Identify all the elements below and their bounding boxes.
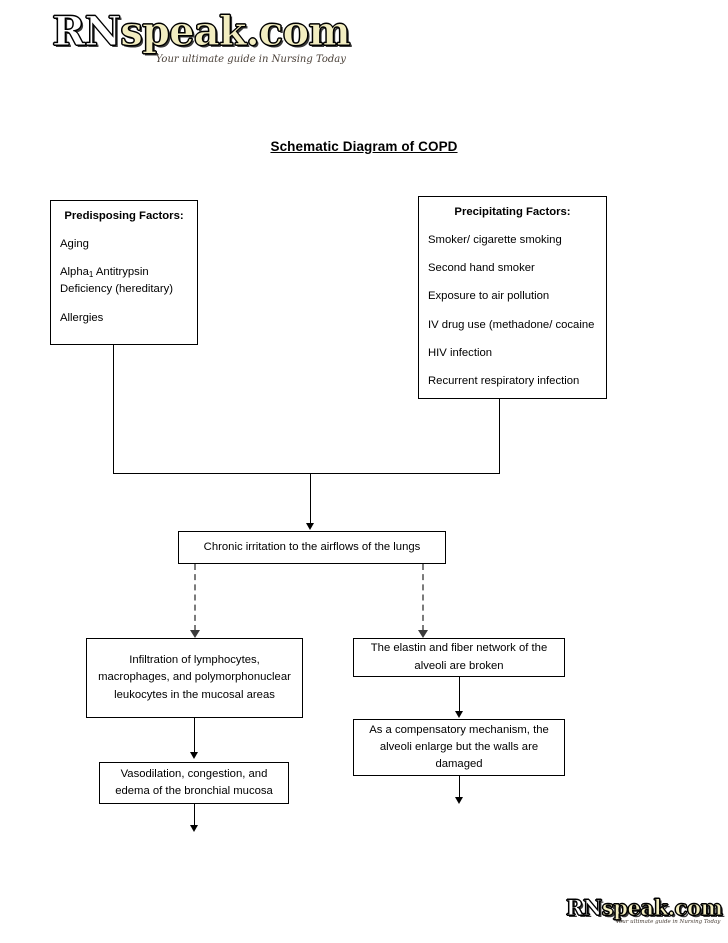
node-chronic-irritation: Chronic irritation to the airflows of th… xyxy=(178,531,446,564)
predisposing-item-aging: Aging xyxy=(60,238,89,251)
arrowhead-to-vasodilation xyxy=(190,752,198,759)
connector-vasodilation-continuation xyxy=(194,804,195,828)
arrowhead-compensatory-continuation xyxy=(455,797,463,804)
connector-precipitating-vertical xyxy=(499,399,500,474)
connector-junction-to-chronic-irritation xyxy=(310,473,311,524)
connector-junction-horizontal xyxy=(113,473,500,474)
node-elastin-broken: The elastin and fiber network of the alv… xyxy=(353,638,565,677)
arrowhead-to-compensatory xyxy=(455,711,463,718)
rnspeak-logo-header: RNspeak.com Your ultimate guide in Nursi… xyxy=(51,11,351,65)
predisposing-heading: Predisposing Factors: xyxy=(64,210,184,222)
precipitating-item-5: Recurrent respiratory infection xyxy=(428,374,580,387)
footer-logo-rn-text: RN xyxy=(566,895,603,920)
precipitating-item-1: Second hand smoker xyxy=(428,262,535,275)
footer-logo-wordmark: RNspeak.com xyxy=(566,895,724,920)
precipitating-item-2: Exposure to air pollution xyxy=(428,290,550,303)
connector-predisposing-vertical xyxy=(113,345,114,474)
connector-elastin-to-compensatory xyxy=(459,677,460,715)
predisposing-item-alpha1-antitrypsin: Alpha1 Antitrypsin Deficiency (hereditar… xyxy=(60,264,188,298)
dashed-arrowhead-to-elastin-broken xyxy=(418,630,428,638)
precipitating-item-4: HIV infection xyxy=(428,346,493,359)
compensatory-text: As a compensatory mechanism, the alveoli… xyxy=(369,723,549,771)
predisposing-item-allergies: Allergies xyxy=(60,311,104,324)
arrowhead-to-chronic-irritation xyxy=(306,523,314,530)
precipitating-heading: Precipitating Factors: xyxy=(454,206,571,218)
precipitating-item-0: Smoker/ cigarette smoking xyxy=(428,234,562,247)
vasodilation-text: Vasodilation, congestion, and edema of t… xyxy=(115,767,273,797)
node-precipitating-factors: Precipitating Factors: Smoker/ cigarette… xyxy=(418,196,607,399)
chronic-irritation-text: Chronic irritation to the airflows of th… xyxy=(203,540,421,553)
node-predisposing-factors: Predisposing Factors: Aging Alpha1 Antit… xyxy=(50,200,198,345)
page-title: Schematic Diagram of COPD xyxy=(270,139,458,154)
logo-speak-text: speak.com xyxy=(120,8,351,55)
node-compensatory-mechanism: As a compensatory mechanism, the alveoli… xyxy=(353,719,565,776)
connector-compensatory-continuation xyxy=(459,776,460,800)
node-vasodilation: Vasodilation, congestion, and edema of t… xyxy=(99,762,289,804)
rnspeak-logo-footer: RNspeak.com Your ultimate guide in Nursi… xyxy=(566,895,724,926)
infiltration-text: Infiltration of lymphocytes, macrophages… xyxy=(98,654,291,701)
logo-rn-text: RN xyxy=(51,8,121,55)
alpha-suffix: Antitrypsin Deficiency (hereditary) xyxy=(60,266,174,296)
alpha-subscript: 1 xyxy=(88,270,94,280)
dashed-arrowhead-to-infiltration xyxy=(190,630,200,638)
elastin-broken-text: The elastin and fiber network of the alv… xyxy=(370,642,548,672)
node-infiltration: Infiltration of lymphocytes, macrophages… xyxy=(86,638,303,718)
footer-logo-tagline: Your ultimate guide in Nursing Today xyxy=(615,919,721,925)
alpha-prefix: Alpha xyxy=(60,266,89,279)
connector-infiltration-to-vasodilation xyxy=(194,718,195,756)
arrowhead-vasodilation-continuation xyxy=(190,825,198,832)
footer-logo-speak-text: speak.com xyxy=(601,895,723,920)
dashed-connector-to-elastin-broken xyxy=(422,564,424,631)
precipitating-item-3: IV drug use (methadone/ cocaine xyxy=(428,318,595,331)
logo-tagline: Your ultimate guide in Nursing Today xyxy=(155,54,346,65)
dashed-connector-to-infiltration xyxy=(194,564,196,631)
logo-wordmark: RNspeak.com xyxy=(51,11,351,52)
